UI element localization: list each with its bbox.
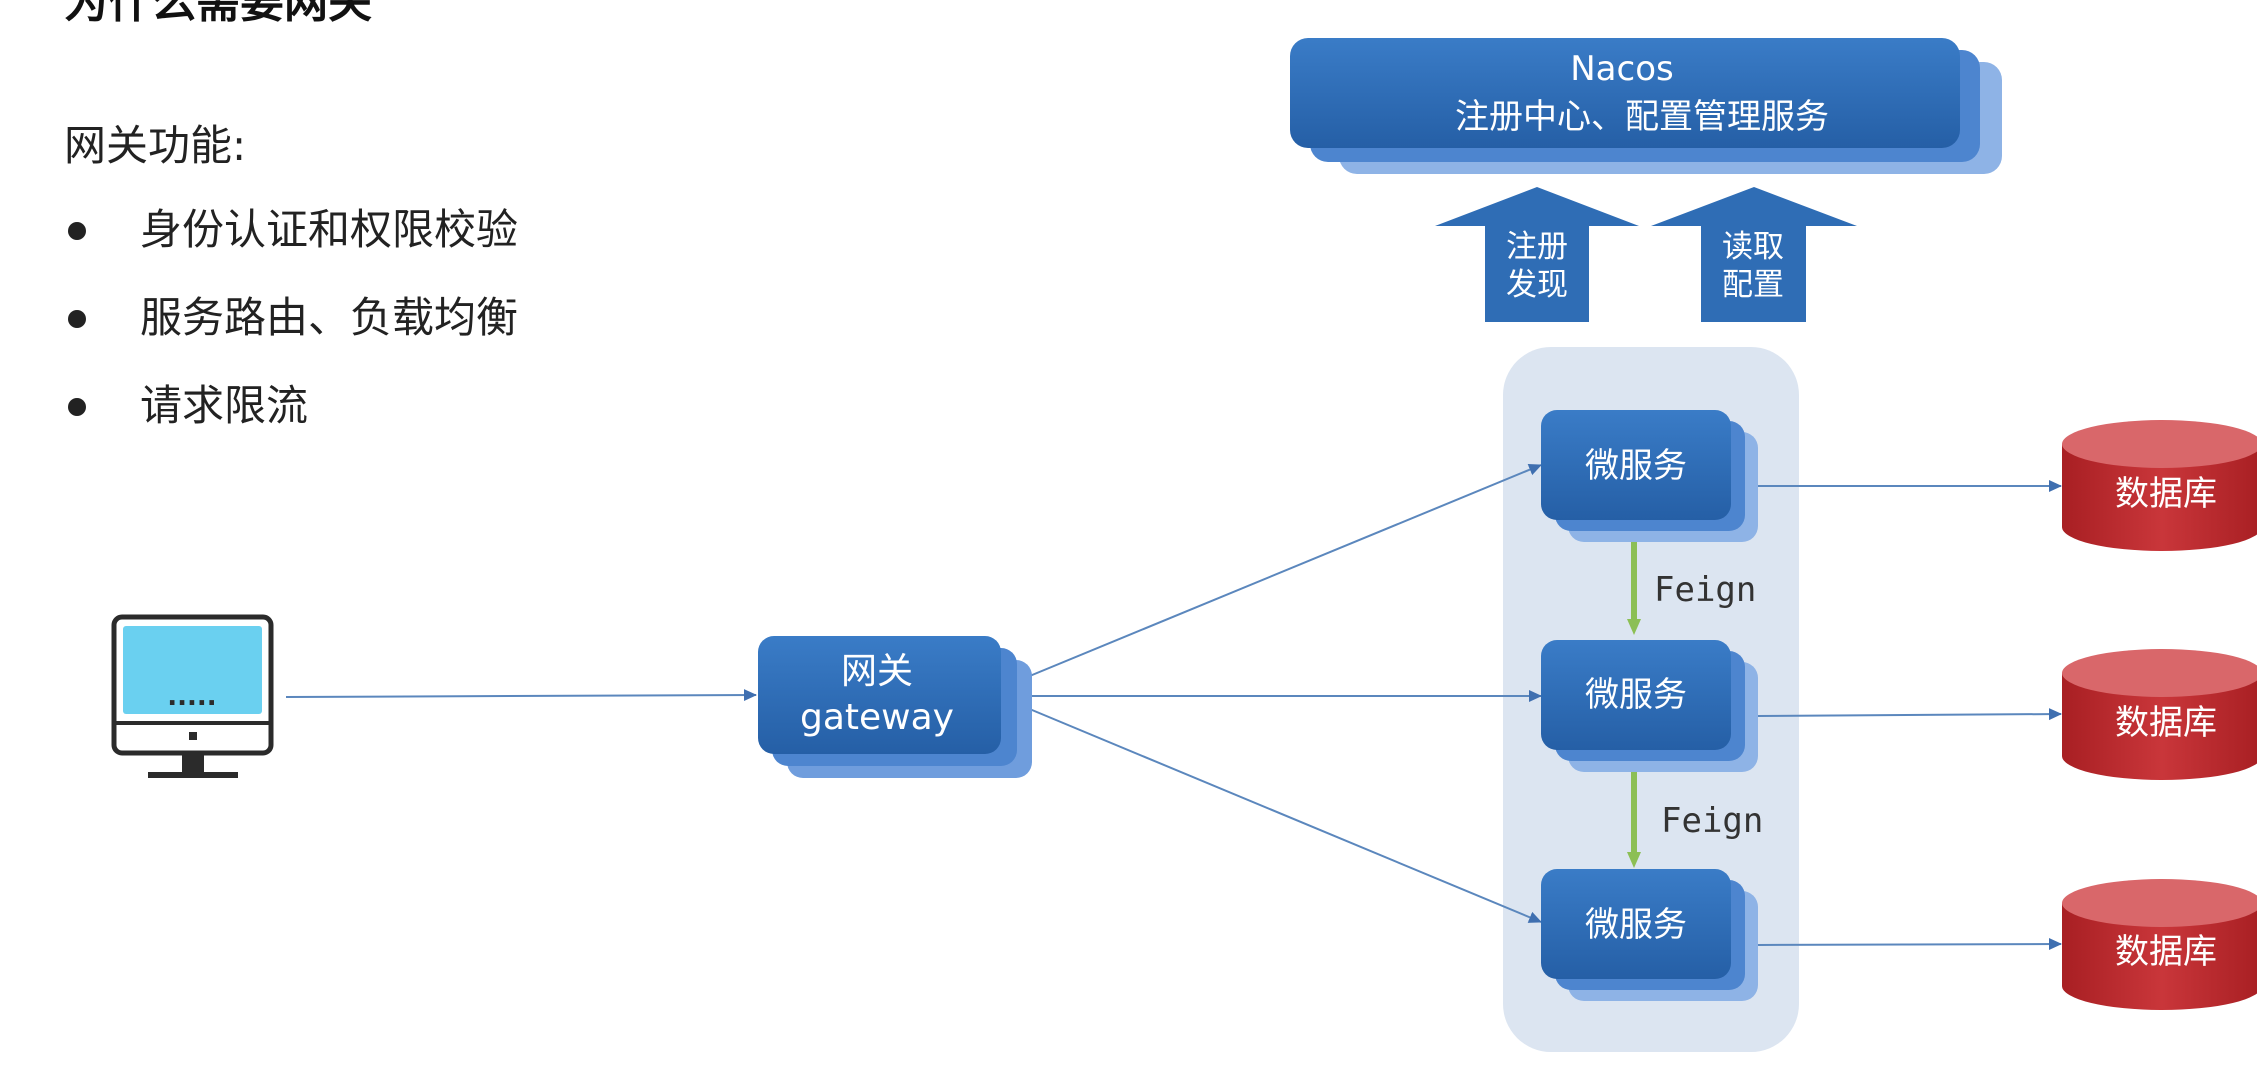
- svg-text:微服务: 微服务: [1585, 675, 1687, 715]
- feign-label: Feign: [1654, 570, 1756, 610]
- client-to-gateway-line: [285, 689, 757, 702]
- svg-text:配置: 配置: [1722, 267, 1784, 303]
- connection-lines: [285, 464, 2062, 951]
- bullet-icon: [68, 310, 86, 328]
- gateway-to-service-3-line: [1019, 704, 1542, 923]
- svg-text:数据库: 数据库: [2115, 703, 2217, 743]
- read-config-arrow: 读取 配置: [1651, 187, 1857, 322]
- microservice-box: 微服务: [1541, 410, 1758, 542]
- gateway-label-cn: 网关: [841, 651, 913, 692]
- nacos-subtitle: 注册中心、配置管理服务: [1455, 97, 1829, 137]
- feign-label: Feign: [1661, 801, 1763, 841]
- svg-text:注册: 注册: [1506, 229, 1568, 265]
- client-screen-text: .....: [167, 682, 216, 712]
- service-2-to-db-line: [1757, 708, 2062, 721]
- database-icon: 数据库: [2062, 649, 2257, 780]
- svg-text:发现: 发现: [1506, 267, 1568, 303]
- gateway-box: 网关 gateway: [758, 636, 1032, 778]
- page-title: 为什么需要网关: [64, 0, 372, 28]
- functions-label: 网关功能:: [64, 121, 247, 170]
- svg-text:微服务: 微服务: [1585, 905, 1687, 945]
- svg-text:数据库: 数据库: [2115, 474, 2217, 514]
- client-computer-icon: .....: [111, 614, 274, 778]
- database-icon: 数据库: [2062, 879, 2257, 1010]
- svg-text:读取: 读取: [1722, 229, 1784, 265]
- svg-text:微服务: 微服务: [1585, 446, 1687, 486]
- database-icon: 数据库: [2062, 420, 2257, 551]
- microservice-box: 微服务: [1541, 869, 1758, 1001]
- gateway-label-en: gateway: [800, 697, 954, 738]
- bullet-icon: [68, 222, 86, 240]
- gateway-to-service-1-line: [1019, 464, 1542, 681]
- nacos-title: Nacos: [1570, 49, 1673, 89]
- microservice-box: 微服务: [1541, 640, 1758, 772]
- bullet-icon: [68, 398, 86, 416]
- nacos-box: Nacos 注册中心、配置管理服务: [1290, 38, 2002, 174]
- register-discover-arrow: 注册 发现: [1435, 187, 1639, 322]
- service-3-to-db-line: [1757, 938, 2062, 951]
- svg-text:数据库: 数据库: [2115, 932, 2217, 972]
